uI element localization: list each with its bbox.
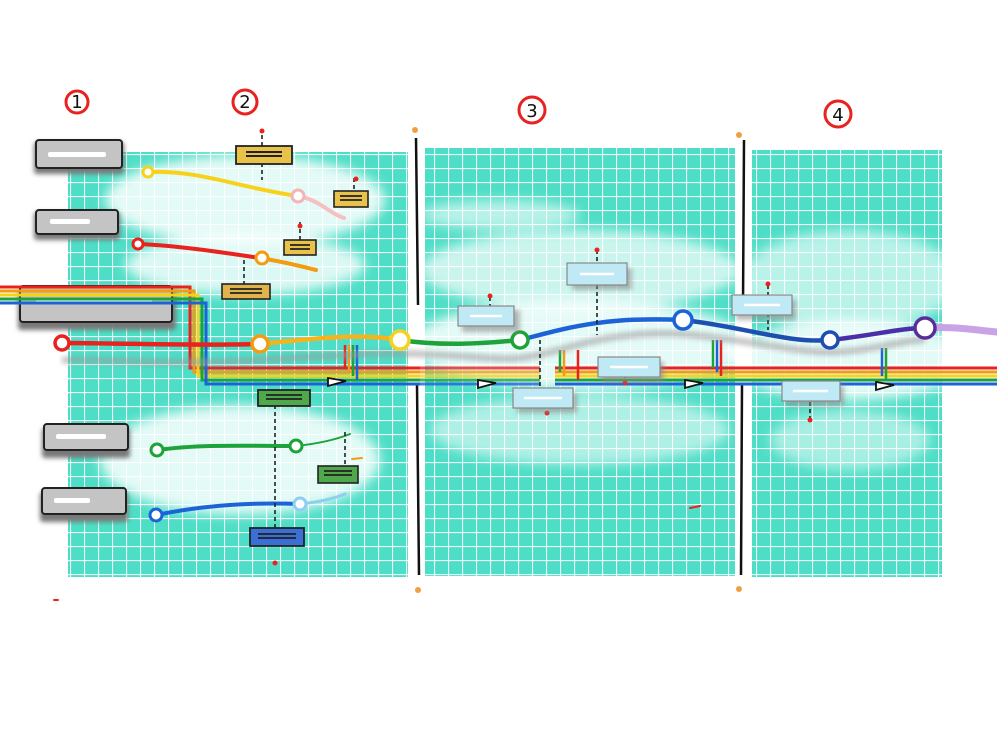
pin-dot-icon (487, 293, 493, 299)
play-triangle-icon (875, 380, 895, 392)
path-node (510, 330, 530, 350)
main-workflow-path (59, 317, 997, 347)
stage-badge-label: 2 (239, 92, 250, 113)
branch-upper-2 (131, 237, 318, 272)
divider-dot (736, 132, 742, 138)
pin-dot-icon (353, 176, 359, 182)
path-node (53, 334, 71, 352)
branch-lower-2 (148, 492, 347, 523)
note-green (317, 465, 359, 484)
branch-upper-1 (141, 165, 346, 220)
main-path-nodes (53, 309, 937, 354)
path-node (672, 309, 694, 331)
main-path-shadow (61, 330, 926, 366)
branch-node (254, 250, 270, 266)
note-yellow (333, 190, 369, 208)
path-node (250, 334, 270, 354)
note-cyan (781, 380, 844, 406)
branch-node (148, 507, 164, 523)
pin-dot-icon (297, 223, 303, 229)
note-green (257, 389, 311, 407)
note-yellow (221, 283, 271, 300)
branch-node (290, 188, 306, 204)
play-triangle-icon (684, 378, 704, 390)
play-triangle-icon (327, 376, 347, 388)
branch-node (292, 496, 308, 512)
stage-badge-4: 4 (823, 99, 853, 129)
play-triangle-icon (477, 378, 497, 390)
branch-node (149, 442, 165, 458)
branch-lower-1 (149, 433, 351, 458)
divider-dot (412, 127, 418, 133)
note-yellow (283, 239, 317, 256)
pin-dot-icon (259, 128, 265, 134)
cyan-notes (457, 262, 844, 413)
stage-badge-2: 2 (231, 88, 259, 116)
path-node (820, 330, 840, 350)
note-blue (249, 527, 305, 547)
divider-3-4 (741, 139, 746, 306)
source-box (34, 209, 120, 240)
divider-2-3 (414, 137, 420, 306)
stage-badge-label: 3 (526, 101, 537, 122)
path-node (389, 329, 411, 351)
stage-badge-3: 3 (517, 95, 547, 125)
path-node (913, 316, 937, 340)
pin-dot-icon (807, 417, 813, 423)
source-box (40, 487, 128, 522)
pin-dot-icon (594, 247, 600, 253)
stage-badge-1: 1 (64, 89, 90, 115)
stage-dividers (412, 127, 746, 593)
note-cyan (597, 356, 664, 382)
source-box-main (18, 285, 176, 330)
stage-badges: 1 2 3 4 (64, 88, 853, 129)
stage2-notes (221, 145, 369, 547)
stage-badge-label: 1 (71, 92, 82, 113)
note-yellow (235, 145, 293, 165)
source-box (34, 139, 124, 174)
branch-node (131, 237, 145, 251)
pin-dot-icon (765, 281, 771, 287)
source-box (42, 423, 130, 458)
note-cyan (731, 294, 796, 320)
note-cyan (512, 387, 577, 413)
branch-node (288, 438, 304, 454)
divider-dot (415, 587, 421, 593)
note-cyan (566, 262, 632, 290)
branch-node (141, 165, 155, 179)
stray-marks (53, 457, 701, 601)
note-cyan (457, 305, 520, 332)
stage-badge-label: 4 (832, 105, 843, 126)
divider-dot (736, 586, 742, 592)
play-triangle-icons (327, 376, 895, 392)
pin-dot-icon (272, 560, 278, 566)
